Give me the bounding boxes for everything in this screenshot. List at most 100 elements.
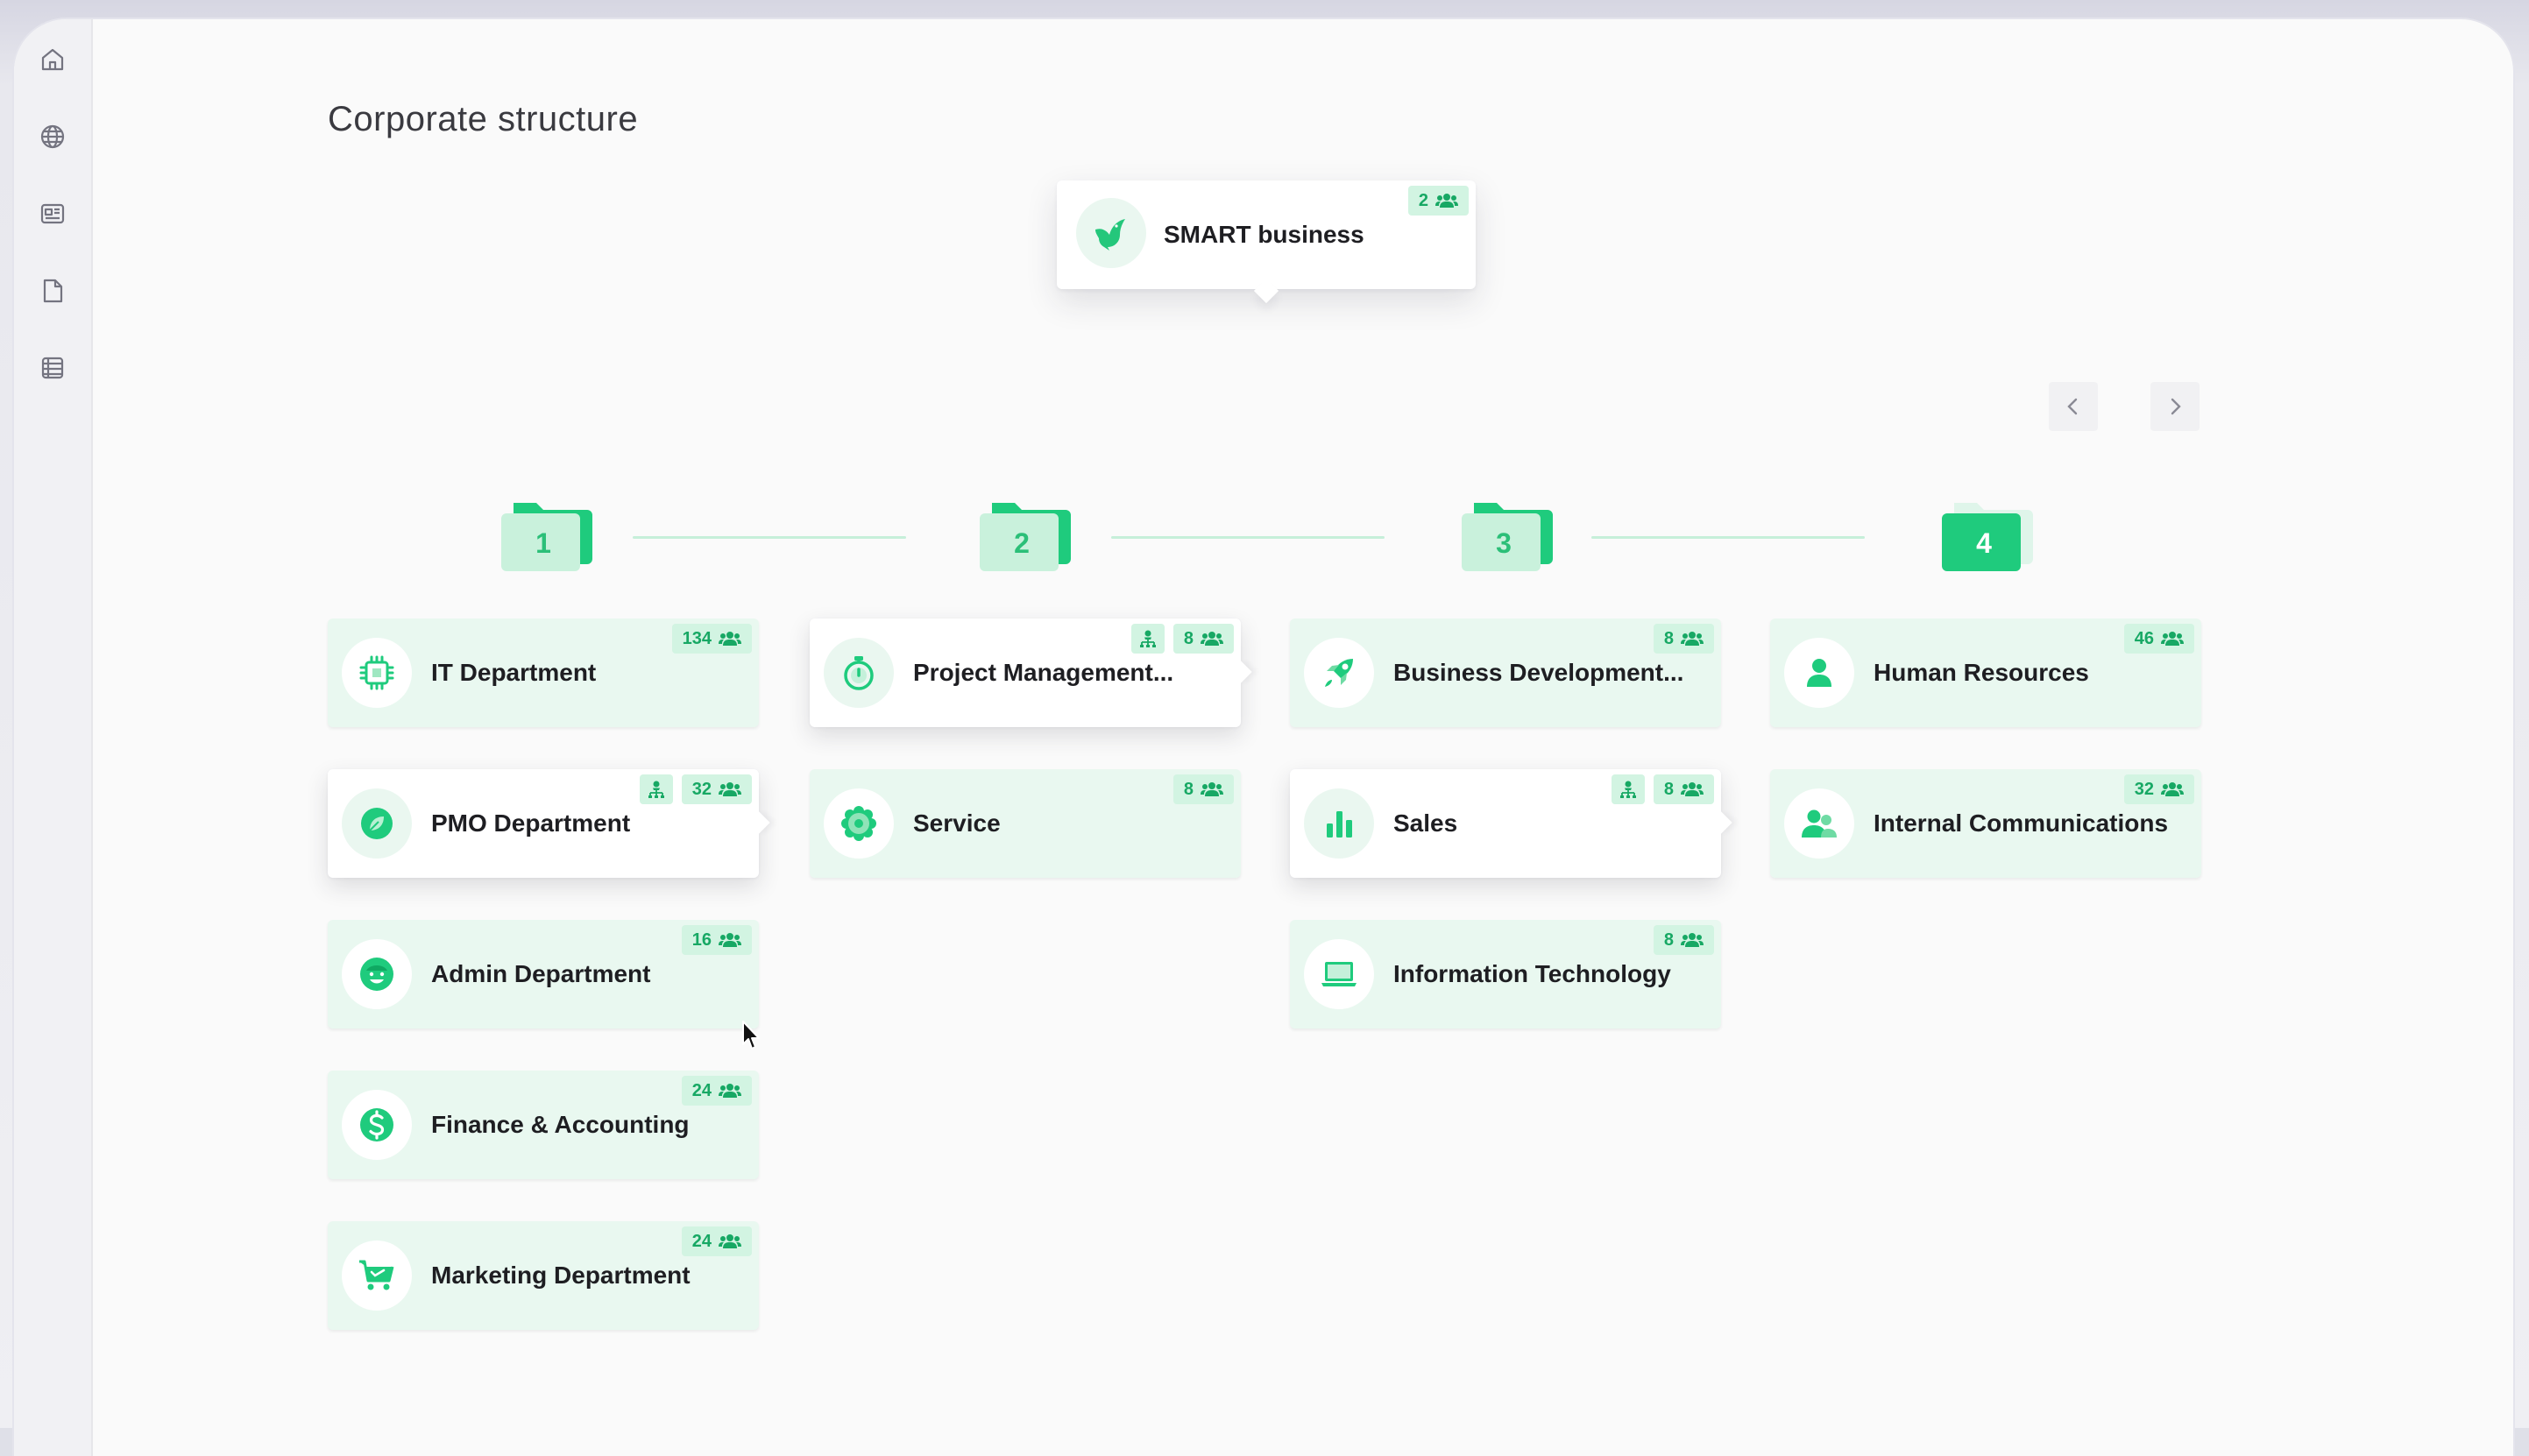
members-badge: 2 xyxy=(1407,186,1469,216)
department-card[interactable]: Information Technology 8 xyxy=(1290,920,1721,1028)
subunits-badge[interactable] xyxy=(1130,624,1165,654)
level-connector xyxy=(1111,536,1385,539)
level-connector xyxy=(1591,536,1865,539)
gear-icon xyxy=(824,788,894,859)
people-icon xyxy=(1681,782,1704,796)
members-count: 8 xyxy=(1183,628,1194,648)
members-count: 2 xyxy=(1418,190,1428,210)
people-icon xyxy=(2161,782,2184,796)
prev-arrow-button[interactable] xyxy=(2049,382,2098,431)
members-count: 16 xyxy=(691,929,712,950)
level-folder-2[interactable]: 2 xyxy=(976,498,1074,576)
root-node-card[interactable]: SMART business 2 xyxy=(1057,180,1476,304)
members-count: 32 xyxy=(2134,779,2154,799)
department-name: Project Management... xyxy=(913,659,1174,686)
department-card[interactable]: Business Development...8 xyxy=(1290,618,1721,727)
level-folder-4[interactable]: 4 xyxy=(1938,498,2037,576)
rocket-icon xyxy=(1304,638,1374,708)
subunits-badge[interactable] xyxy=(1611,774,1645,804)
members-count: 32 xyxy=(691,779,712,799)
people-icon xyxy=(1201,782,1223,796)
department-card[interactable]: Project Management... 8 xyxy=(810,618,1252,727)
people-icon xyxy=(719,1234,741,1248)
department-card[interactable]: PMO Department 32 xyxy=(328,769,770,878)
laptop-icon xyxy=(1304,939,1374,1009)
globe-icon[interactable] xyxy=(39,123,67,151)
folder-icon xyxy=(501,503,592,571)
folder-icon xyxy=(980,503,1071,571)
members-count: 46 xyxy=(2134,628,2154,648)
department-card[interactable]: Admin Department 16 xyxy=(328,920,759,1028)
people-icon xyxy=(1681,933,1704,947)
hierarchy-icon xyxy=(1139,630,1156,647)
level-number: 3 xyxy=(1496,527,1512,559)
members-badge: 24 xyxy=(681,1226,752,1256)
people-icon xyxy=(2161,632,2184,646)
app-window: Corporate structure SMART business 2 xyxy=(14,19,2513,1456)
department-card[interactable]: IT Department 134 xyxy=(328,618,759,727)
cart-icon xyxy=(342,1240,412,1311)
chip-icon xyxy=(342,638,412,708)
level-number: 1 xyxy=(535,527,551,559)
news-icon[interactable] xyxy=(39,200,67,228)
hierarchy-icon xyxy=(648,781,664,798)
department-name: Information Technology xyxy=(1393,960,1671,987)
members-count: 8 xyxy=(1663,929,1674,950)
department-card[interactable]: Human Resources 46 xyxy=(1770,618,2201,727)
people-icon xyxy=(1201,632,1223,646)
selected-pointer xyxy=(1710,811,1732,834)
department-name: IT Department xyxy=(431,659,597,686)
department-name: Finance & Accounting xyxy=(431,1111,690,1138)
table-icon[interactable] xyxy=(39,354,67,382)
members-count: 8 xyxy=(1663,779,1674,799)
members-badge: 16 xyxy=(681,925,752,955)
users-icon xyxy=(1784,788,1854,859)
dollar-icon xyxy=(342,1090,412,1160)
members-count: 8 xyxy=(1183,779,1194,799)
department-card[interactable]: Service 8 xyxy=(810,769,1241,878)
document-icon[interactable] xyxy=(39,277,67,305)
department-name: Service xyxy=(913,809,1001,837)
folder-icon xyxy=(1942,503,2033,571)
level-number: 2 xyxy=(1014,527,1030,559)
members-badge: 24 xyxy=(681,1076,752,1106)
department-name: Internal Communications xyxy=(1874,809,2169,837)
folder-icon xyxy=(1462,503,1553,571)
members-badge: 134 xyxy=(671,624,752,654)
bar-chart-icon xyxy=(1304,788,1374,859)
department-name: Marketing Department xyxy=(431,1262,691,1289)
level-connector xyxy=(633,536,906,539)
people-icon xyxy=(719,933,741,947)
members-count: 134 xyxy=(682,628,712,648)
chevron-right-icon xyxy=(2171,398,2181,415)
department-name: PMO Department xyxy=(431,809,631,837)
sidebar xyxy=(14,19,93,1456)
next-arrow-button[interactable] xyxy=(2150,382,2200,431)
people-icon xyxy=(1435,194,1458,208)
stopwatch-icon xyxy=(824,638,894,708)
people-icon xyxy=(719,632,741,646)
home-icon[interactable] xyxy=(39,46,67,74)
department-name: Human Resources xyxy=(1874,659,2089,686)
level-folder-1[interactable]: 1 xyxy=(498,498,596,576)
members-badge: 46 xyxy=(2123,624,2194,654)
department-card[interactable]: Internal Communications 32 xyxy=(1770,769,2201,878)
chevron-left-icon xyxy=(2067,398,2078,415)
smiley-icon xyxy=(342,939,412,1009)
members-badge: 8 xyxy=(1653,624,1714,654)
department-name: Admin Department xyxy=(431,960,651,987)
subunits-badge[interactable] xyxy=(639,774,673,804)
level-folder-3[interactable]: 3 xyxy=(1458,498,1556,576)
members-badge: 8 xyxy=(1653,925,1714,955)
department-card[interactable]: Finance & Accounting 24 xyxy=(328,1071,759,1179)
people-icon xyxy=(719,782,741,796)
user-icon xyxy=(1784,638,1854,708)
members-count: 24 xyxy=(691,1231,712,1251)
people-icon xyxy=(1681,632,1704,646)
hierarchy-icon xyxy=(1619,781,1636,798)
root-node-name: SMART business xyxy=(1164,221,1364,248)
members-badge: 8 xyxy=(1172,624,1234,654)
